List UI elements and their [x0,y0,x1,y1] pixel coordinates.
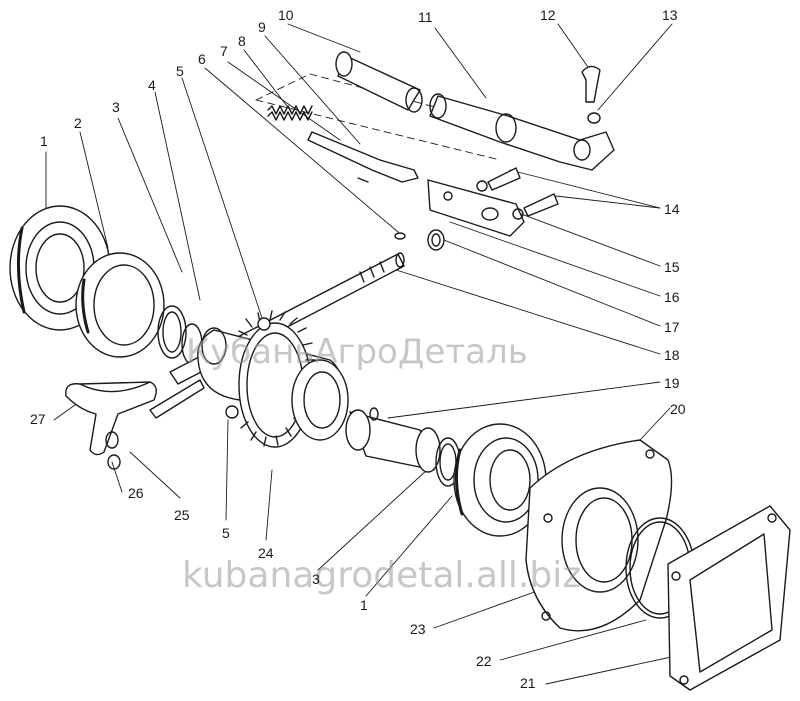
callout-label: 24 [258,545,274,561]
callout-label: 22 [476,653,492,669]
snap-ring-left [157,305,187,359]
callout-label: 3 [112,99,120,115]
detent-balls [225,317,271,419]
watermark-url: kubanagrodetal.all.biz [182,555,582,596]
screws [476,167,559,220]
callout-label: 11 [418,9,433,25]
callout-label: 7 [220,43,228,59]
callout-label: 9 [258,19,266,35]
gasket [667,505,791,691]
callout-label: 12 [540,7,556,23]
callout-label: 4 [148,77,156,93]
callout-label: 15 [664,259,680,275]
dashed-axis-lines [255,73,561,161]
callout-label: 21 [520,675,536,691]
callout-label: 17 [664,319,680,335]
gear-assembly [197,310,349,448]
flange-cover [525,439,673,632]
rod [307,131,419,183]
callout-label: 3 [312,571,320,587]
sleeve [345,407,441,473]
callout-label: 26 [128,485,144,501]
bearing-ring [75,252,165,358]
callout-label: 19 [664,375,680,391]
callout-label: 25 [174,507,190,523]
callout-label: 5 [176,63,184,79]
callout-label: 1 [360,597,368,613]
bolt [581,65,601,124]
fork-screw [107,379,205,470]
link-arm [429,93,615,171]
callout-label: 6 [198,51,206,67]
callout-label: 1 [40,133,48,149]
small-pin [394,232,406,240]
callout-label: 18 [664,347,680,363]
callout-label: 20 [670,401,686,417]
callout-label: 16 [664,289,680,305]
spring [267,105,313,121]
tube [335,51,423,113]
callout-label: 27 [30,411,46,427]
plate [427,179,525,237]
o-rings [427,229,445,251]
callout-label: 13 [662,7,678,23]
callout-label: 10 [278,7,294,23]
watermark-cyrillic: КубаньАгроДеталь [186,332,528,372]
callout-label: 5 [222,525,230,541]
shift-fork [65,381,157,456]
bearing-right [453,423,547,537]
callout-label: 2 [74,115,82,131]
callout-label: 23 [410,621,426,637]
callout-label: 14 [664,201,680,217]
leader-lines [45,23,677,685]
callout-label: 8 [238,33,246,49]
